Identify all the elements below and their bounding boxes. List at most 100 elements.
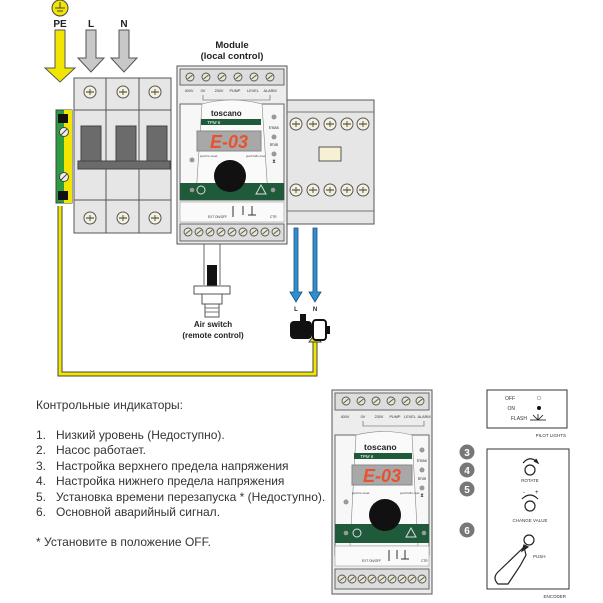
ctr-label: CTR bbox=[270, 215, 277, 219]
minus-sign: - bbox=[523, 490, 525, 496]
push-hand-icon bbox=[494, 534, 535, 585]
indicator-label: Imin bbox=[270, 142, 279, 147]
legend-item: 6.Основной аварийный сигнал. bbox=[36, 505, 326, 521]
alarm-icon bbox=[255, 183, 267, 195]
callout-4: 4 bbox=[459, 462, 475, 478]
terminal-label: 400V bbox=[185, 89, 194, 93]
earth-terminal-block bbox=[55, 109, 73, 204]
terminal-label: PUMP bbox=[390, 415, 401, 419]
pe-label: PE bbox=[53, 19, 67, 30]
terminal-label: 0V bbox=[201, 89, 206, 93]
pilot-flash-label: FLASH bbox=[511, 416, 528, 422]
legend-item: 2. Насос работает. bbox=[36, 443, 326, 459]
module-brand: toscano bbox=[364, 442, 397, 452]
knob-right-label: push hi/lo max bbox=[400, 491, 420, 495]
legend-item-number: 1. bbox=[36, 427, 47, 442]
legend-item: 4. Настройка нижнего предела напряжения bbox=[36, 474, 326, 490]
terminal-label: ALARM bbox=[417, 415, 430, 419]
terminal-label: ALARM bbox=[263, 89, 276, 93]
light-on-icon bbox=[537, 406, 541, 410]
ext-onoff-label: EXT ON/OFF bbox=[362, 559, 381, 563]
legend-item-number: 2. bbox=[36, 443, 47, 457]
terminal-label: 400V bbox=[341, 415, 350, 419]
module-brand: toscano bbox=[211, 109, 242, 118]
callout-6: 6 bbox=[459, 522, 475, 538]
module-model: TPM 6 bbox=[207, 120, 221, 125]
encoder-panel: ROTATE - + CHANGE VALUE PUSH ENCODER bbox=[486, 448, 570, 599]
module-subtitle: (local control) bbox=[201, 51, 264, 62]
indicator-label: Imax bbox=[269, 125, 280, 130]
n-arrow-icon bbox=[109, 29, 139, 73]
legend-item: 1. Низкий уровень (Недоступно). bbox=[36, 428, 326, 444]
control-module-top: 400V 0V 230V PUMP LEVEL ALARM toscano TP… bbox=[176, 65, 288, 245]
rotate-label: ROTATE bbox=[521, 478, 539, 483]
timer-icon: ⧗ bbox=[272, 159, 276, 165]
legend-item-number: 5. bbox=[36, 489, 47, 504]
alarm-icon bbox=[405, 526, 417, 538]
svg-text:5: 5 bbox=[464, 485, 470, 496]
plus-sign: + bbox=[535, 490, 539, 496]
legend-item-text: Настройка верхнего предела напряжения bbox=[56, 458, 289, 473]
pe-arrow-icon bbox=[43, 29, 77, 83]
ctr-label: CTR bbox=[421, 559, 428, 563]
terminal-label: PUMP bbox=[230, 89, 241, 93]
timer-icon: ⧗ bbox=[420, 493, 424, 499]
pump-icon bbox=[352, 528, 362, 538]
indicator-legend: Контрольные индикаторы: 1. Низкий уровень… bbox=[36, 398, 326, 550]
pilot-off-label: OFF bbox=[505, 396, 515, 402]
terminal-label: LEVEL bbox=[247, 89, 259, 93]
indicator-label: Imin bbox=[418, 476, 427, 481]
module-model: TPM 6 bbox=[360, 454, 374, 459]
legend-list: 1. Низкий уровень (Недоступно). 2. Насос р… bbox=[36, 428, 326, 521]
legend-title: Контрольные индикаторы: bbox=[36, 398, 184, 412]
pump-wires bbox=[289, 227, 322, 303]
legend-item-text: Насос работает. bbox=[56, 443, 146, 457]
svg-text:3: 3 bbox=[464, 448, 470, 459]
change-value-icon bbox=[521, 494, 539, 512]
change-value-label: CHANGE VALUE bbox=[513, 518, 548, 523]
control-module-bottom: 400V 0V 230V PUMP LEVEL ALARM toscano TP… bbox=[331, 389, 433, 595]
terminal-label: 230V bbox=[215, 89, 224, 93]
legend-item-number: 3. bbox=[36, 458, 47, 473]
circuit-breaker bbox=[73, 77, 172, 234]
encoder-knob[interactable] bbox=[214, 160, 246, 192]
l-supply-label: L bbox=[88, 19, 94, 30]
terminal-label: 230V bbox=[375, 415, 384, 419]
legend-item-text: Низкий уровень (Недоступно). bbox=[56, 427, 225, 442]
contactor bbox=[286, 99, 375, 225]
terminal-label: LEVEL bbox=[404, 415, 416, 419]
svg-text:4: 4 bbox=[464, 466, 470, 477]
encoder-knob[interactable] bbox=[369, 499, 401, 531]
legend-item: 5. Установка времени перезапуска * (Недос… bbox=[36, 490, 326, 506]
pe-wire bbox=[58, 206, 317, 376]
legend-item-text: Настройка нижнего предела напряжения bbox=[56, 474, 285, 488]
pump-icon bbox=[196, 185, 206, 195]
light-off-icon bbox=[536, 395, 542, 401]
ground-symbol-icon bbox=[51, 0, 69, 17]
module-title: Module bbox=[215, 40, 248, 51]
rotate-icon bbox=[522, 458, 540, 476]
legend-item: 3. Настройка верхнего предела напряжения bbox=[36, 459, 326, 475]
pump-n-label: N bbox=[313, 307, 317, 313]
pilot-lights-panel: OFF ON FLASH PILOT LIGHTS bbox=[486, 389, 568, 438]
l-arrow-icon bbox=[76, 29, 106, 73]
legend-item-number: 4. bbox=[36, 474, 47, 488]
n-supply-label: N bbox=[120, 19, 127, 30]
push-label: PUSH bbox=[533, 554, 546, 559]
pilot-lights-caption: PILOT LIGHTS bbox=[536, 433, 566, 438]
callout-5: 5 bbox=[459, 481, 475, 497]
encoder-caption: ENCODER bbox=[543, 594, 566, 599]
legend-item-text: Установка времени перезапуска * (Недосту… bbox=[56, 489, 326, 504]
knob-left-label: push to reset bbox=[352, 491, 370, 495]
module-display: E-03 bbox=[210, 132, 248, 152]
pilot-on-label: ON bbox=[508, 406, 516, 412]
air-switch-title: Air switch bbox=[194, 320, 232, 329]
air-switch-subtitle: (remote control) bbox=[182, 331, 244, 340]
pump-icon bbox=[290, 314, 330, 341]
air-switch bbox=[193, 244, 231, 318]
light-flash-icon bbox=[530, 414, 546, 421]
svg-text:6: 6 bbox=[464, 526, 470, 537]
terminal-label: 0V bbox=[361, 415, 366, 419]
legend-note: * Установите в положение OFF. bbox=[36, 534, 211, 549]
